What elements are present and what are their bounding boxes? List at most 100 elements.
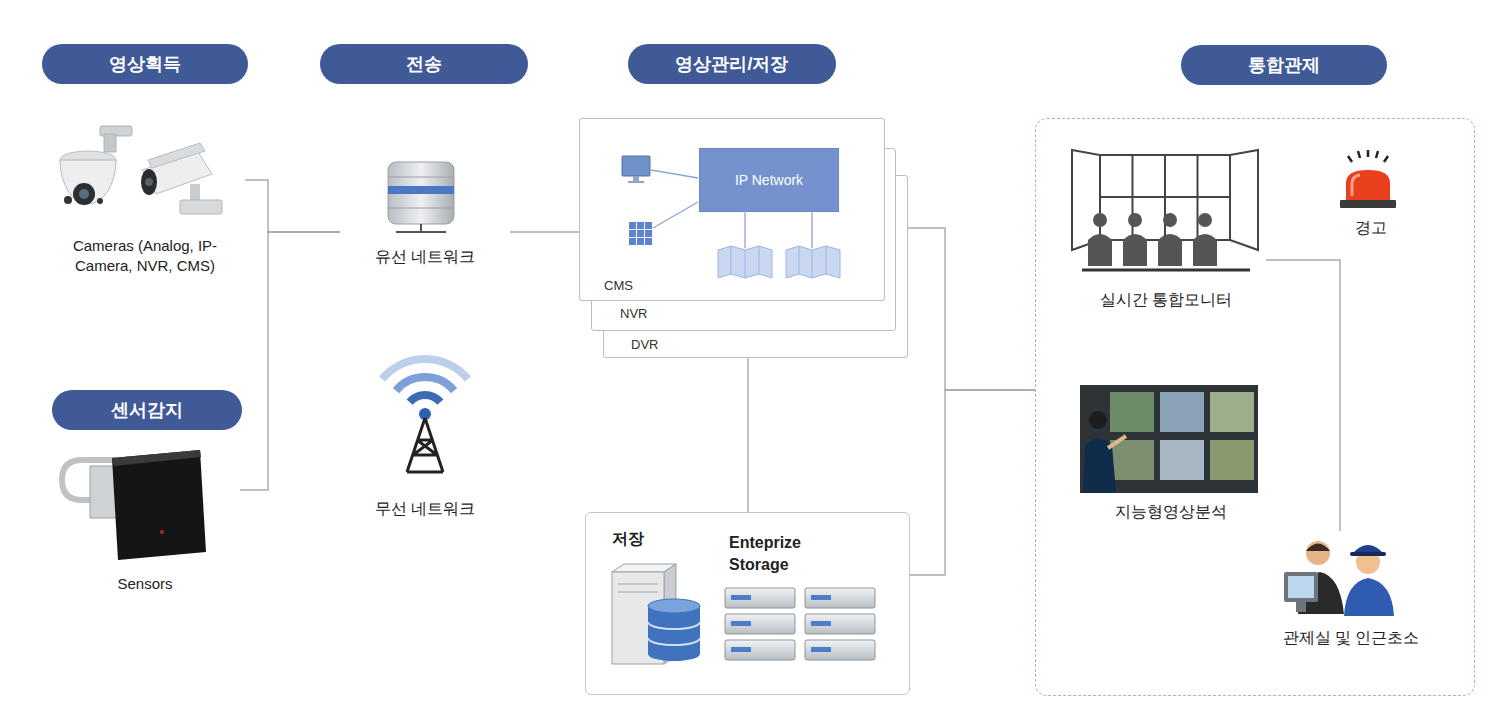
control-group-box: 통합관제실시간 통합모니터경고지능형영상분석관제실 및 인근초소	[1035, 118, 1475, 696]
video-wall-illustration	[1082, 269, 1250, 272]
connector-line	[910, 390, 1035, 575]
video-wall-illustration	[1123, 234, 1147, 266]
section-header: 영상획득	[42, 44, 248, 84]
warning-siren-icon	[1352, 175, 1360, 196]
control-room-staff-icon	[1284, 541, 1394, 616]
control-room-staff-icon	[1288, 576, 1314, 598]
video-wall-illustration	[1072, 150, 1100, 250]
sensor-illustration	[160, 530, 164, 534]
sensor-node: Sensors	[50, 445, 240, 595]
header-text: 영상획득	[42, 44, 248, 84]
ptz-camera-illustration	[73, 183, 95, 205]
camera-node: Cameras (Analog, IP-Camera, NVR, CMS)	[45, 110, 245, 280]
bullet-camera-illustration	[141, 169, 157, 195]
ptz-camera-illustration	[64, 196, 72, 204]
video-wall-illustration	[1072, 150, 1258, 270]
card-label: DVR	[631, 336, 711, 354]
header-text: 통합관제	[1181, 45, 1387, 85]
header-text: 센서감지	[52, 390, 242, 430]
video-analytics-photo	[1089, 411, 1107, 429]
video-analytics-photo	[1083, 439, 1116, 494]
bullet-camera-illustration	[145, 178, 153, 186]
ptz-camera-illustration	[97, 198, 103, 204]
monitor-node: 실시간 통합모니터	[1066, 151, 1266, 316]
video-wall-illustration	[1230, 150, 1258, 250]
connector-line	[747, 358, 748, 512]
control-room-staff-icon	[1306, 544, 1330, 552]
wired-network-icon	[396, 231, 446, 233]
sensor-illustration	[112, 450, 201, 466]
video-wall-illustration	[1158, 234, 1182, 266]
connector-line	[245, 180, 340, 232]
bullet-camera-illustration	[142, 152, 212, 194]
bullet-camera-illustration	[141, 143, 222, 214]
video-analytics-photo	[1080, 385, 1258, 493]
video-analytics-photo	[1160, 392, 1204, 432]
warning-siren-icon	[1348, 150, 1388, 162]
sensor-illustration	[62, 450, 206, 560]
connector-line	[240, 232, 340, 490]
bullet-camera-illustration	[148, 143, 205, 168]
device-label: Sensors	[50, 574, 240, 594]
control-room-staff-icon	[1296, 602, 1306, 612]
analytics-node: 지능형영상분석	[1076, 384, 1266, 526]
video-wall-illustration	[1193, 234, 1217, 266]
wireless-tower-icon	[419, 408, 431, 420]
wired-network-icon	[420, 224, 422, 232]
sensor-illustration	[62, 460, 115, 500]
sensor-illustration	[90, 466, 120, 518]
section-header: 전송	[320, 44, 528, 84]
video-wall-illustration	[1128, 213, 1142, 227]
wireless-tower-icon	[382, 359, 468, 379]
control-room-node: 관제실 및 인근초소	[1251, 531, 1451, 649]
ptz-camera-illustration	[79, 189, 89, 199]
wired-network-icon	[388, 162, 454, 232]
wireless-tower-icon	[410, 395, 441, 402]
control-room-staff-icon	[1344, 578, 1394, 616]
system-card: CMSIP Network	[579, 118, 885, 301]
section-header: 영상관리/저장	[628, 44, 836, 84]
wired-network-icon	[388, 186, 454, 194]
storage-card: 저장 Enteprize Storage	[585, 512, 910, 695]
connector-line	[1266, 260, 1340, 531]
device-label: 지능형영상분석	[1076, 501, 1266, 523]
card-label: 저장	[612, 528, 672, 550]
control-room-staff-icon	[1352, 545, 1384, 554]
network-box: IP Network	[699, 148, 839, 212]
header-text: 전송	[320, 44, 528, 84]
video-analytics-photo	[1080, 385, 1258, 493]
card-label: Enteprize Storage	[729, 532, 829, 576]
video-wall-illustration	[1088, 234, 1112, 266]
device-label: Cameras (Analog, IP-Camera, NVR, CMS)	[55, 236, 235, 276]
video-analytics-photo	[1160, 440, 1204, 480]
video-analytics-photo	[1210, 440, 1254, 480]
header-text: 영상관리/저장	[628, 44, 836, 84]
ptz-camera-illustration	[104, 134, 116, 152]
control-room-staff-icon	[1356, 550, 1380, 574]
network-node: 무선 네트워크	[340, 345, 510, 525]
device-label: 경고	[1326, 217, 1416, 239]
warning-siren-icon	[1340, 200, 1396, 208]
wireless-tower-icon	[382, 359, 468, 472]
video-wall-illustration	[1093, 213, 1107, 227]
video-wall-illustration	[1100, 155, 1230, 240]
wireless-tower-icon	[407, 418, 443, 472]
network-node: 유선 네트워크	[340, 160, 510, 275]
control-room-staff-icon	[1284, 572, 1318, 602]
bullet-camera-illustration	[190, 184, 200, 204]
box-label: IP Network	[700, 149, 838, 211]
bullet-camera-illustration	[180, 200, 222, 214]
ptz-camera-illustration	[60, 151, 116, 169]
video-wall-illustration	[1198, 213, 1212, 227]
card-label: NVR	[620, 305, 700, 323]
video-analytics-photo	[1110, 440, 1154, 480]
video-analytics-photo	[1108, 436, 1126, 448]
sensor-illustration	[112, 450, 206, 560]
video-analytics-photo	[1210, 392, 1254, 432]
control-room-staff-icon	[1298, 572, 1344, 614]
ptz-camera-illustration	[60, 126, 132, 205]
device-label: 유선 네트워크	[340, 246, 510, 268]
connector-line	[510, 231, 579, 232]
alarm-node: 경고	[1326, 149, 1416, 239]
